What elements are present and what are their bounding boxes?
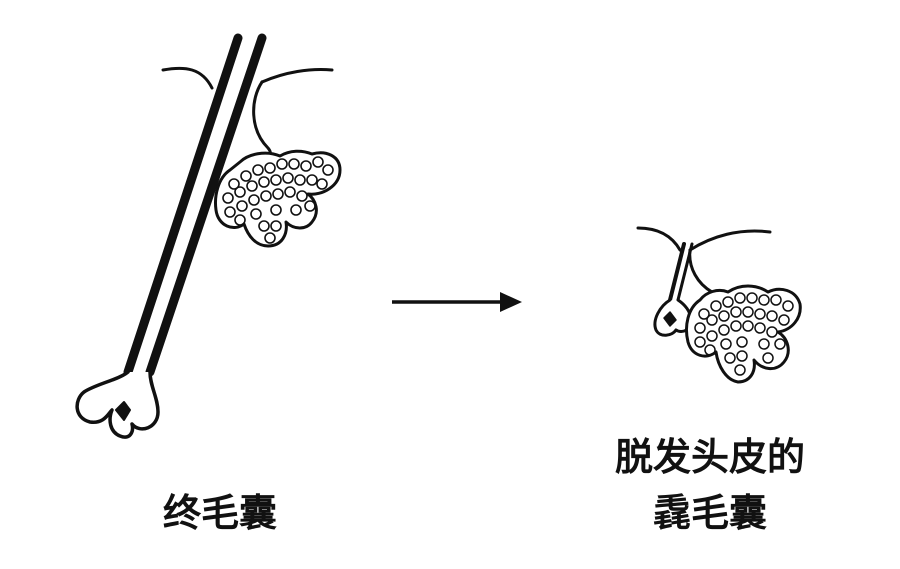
- hair-shaft-outer: [123, 33, 243, 377]
- sebaceous-gland-small: [685, 284, 802, 384]
- hair-loss-scalp-label-line1: 脱发头皮的: [614, 435, 805, 479]
- hair-bulb: [75, 370, 160, 439]
- hair-shaft-small-inner: [676, 242, 694, 302]
- dermal-papilla-small: [663, 311, 677, 327]
- transition-arrow: [392, 292, 522, 312]
- hair-shaft-inner: [145, 33, 267, 377]
- skin-surface-right: [260, 68, 334, 84]
- hair-shaft-small-outer: [668, 242, 686, 302]
- gland-cells-small: [694, 292, 794, 376]
- terminal-follicle-illustration: [75, 33, 342, 439]
- gland-cells: [222, 156, 334, 244]
- terminal-follicle-label: 终毛囊: [162, 491, 277, 535]
- skin-surface-right-small: [688, 229, 772, 252]
- skin-surface-left-small: [636, 226, 682, 252]
- vellus-follicle-illustration: [636, 226, 802, 384]
- dermal-papilla: [115, 401, 131, 421]
- skin-surface-left: [161, 66, 214, 90]
- vellus-follicle-label-line2: 毳毛囊: [652, 491, 767, 535]
